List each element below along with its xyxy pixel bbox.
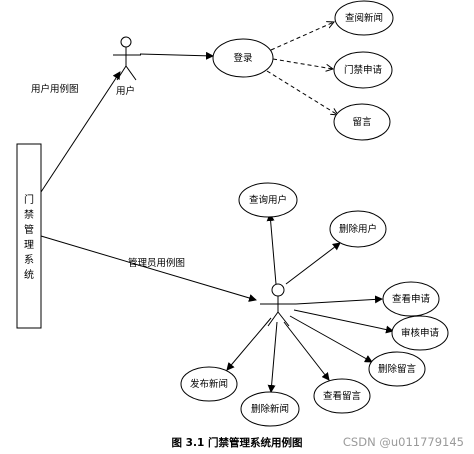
login-to-access-request-edge (272, 58, 333, 69)
admin-to-publish-news-edge (226, 317, 272, 371)
use-case-view-news-label: 查阅新闻 (345, 12, 383, 24)
user-actor (113, 36, 141, 81)
system-char: 理 (24, 239, 34, 251)
system-to-admin-edge (40, 235, 257, 302)
admin-to-delete-user-edge (285, 242, 341, 285)
login-to-comment-edge (266, 70, 338, 115)
use-case-publish-news (180, 366, 238, 402)
use-case-login-label: 登录 (233, 53, 253, 64)
use-case-publish-news-label: 发布新闻 (190, 378, 228, 390)
use-case-review-request (391, 315, 449, 351)
login-to-view-news-edge (270, 22, 334, 51)
use-case-view-request-label: 查看申请 (392, 293, 431, 305)
use-case-query-user (238, 182, 298, 218)
use-case-delete-user (329, 210, 387, 248)
use-case-access-request-label: 门禁申请 (344, 64, 383, 76)
admin-actor (260, 283, 296, 327)
system-to-user-edge (40, 71, 121, 193)
use-case-delete-news (240, 391, 300, 427)
admin-to-query-user-edge (266, 213, 277, 285)
system-char: 管 (24, 223, 34, 236)
system-box (16, 143, 42, 329)
admin-to-review-request-edge (293, 309, 394, 334)
use-case-view-comment-label: 查看留言 (323, 390, 362, 402)
use-case-comment-label: 留言 (352, 116, 372, 128)
admin-to-delete-news-edge (267, 321, 278, 393)
system-char: 禁 (24, 209, 34, 221)
user-case-label: 用户用例图 (31, 83, 79, 95)
user-actor-label: 用户 (116, 85, 135, 97)
system-label: 门 禁 管 理 系 统 (24, 193, 34, 281)
use-case-view-comment (313, 378, 371, 414)
use-case-delete-comment (368, 351, 426, 387)
use-case-review-request-label: 审核申请 (401, 327, 440, 339)
use-case-delete-news-label: 删除新闻 (251, 403, 289, 415)
use-case-view-request (382, 281, 440, 317)
use-case-comment (333, 103, 391, 141)
csdn-watermark: CSDN @u011779145 (343, 435, 464, 449)
use-case-delete-user-label: 删除用户 (339, 223, 377, 235)
system-char: 系 (24, 254, 34, 266)
admin-to-view-request-edge (295, 295, 383, 305)
user-to-login-edge (139, 51, 214, 60)
use-case-query-user-label: 查询用户 (249, 194, 287, 206)
admin-case-label: 管理员用例图 (128, 257, 185, 269)
use-case-delete-comment-label: 删除留言 (378, 363, 417, 375)
use-case-access-request (333, 51, 393, 89)
figure-caption: 图 3.1 门禁管理系统用例图 (172, 436, 303, 449)
system-char: 统 (24, 268, 34, 281)
use-case-view-news (334, 0, 394, 36)
use-case-login (212, 38, 274, 78)
admin-to-delete-comment-edge (289, 315, 373, 363)
system-char: 门 (24, 193, 34, 206)
admin-to-view-comment-edge (283, 321, 330, 381)
